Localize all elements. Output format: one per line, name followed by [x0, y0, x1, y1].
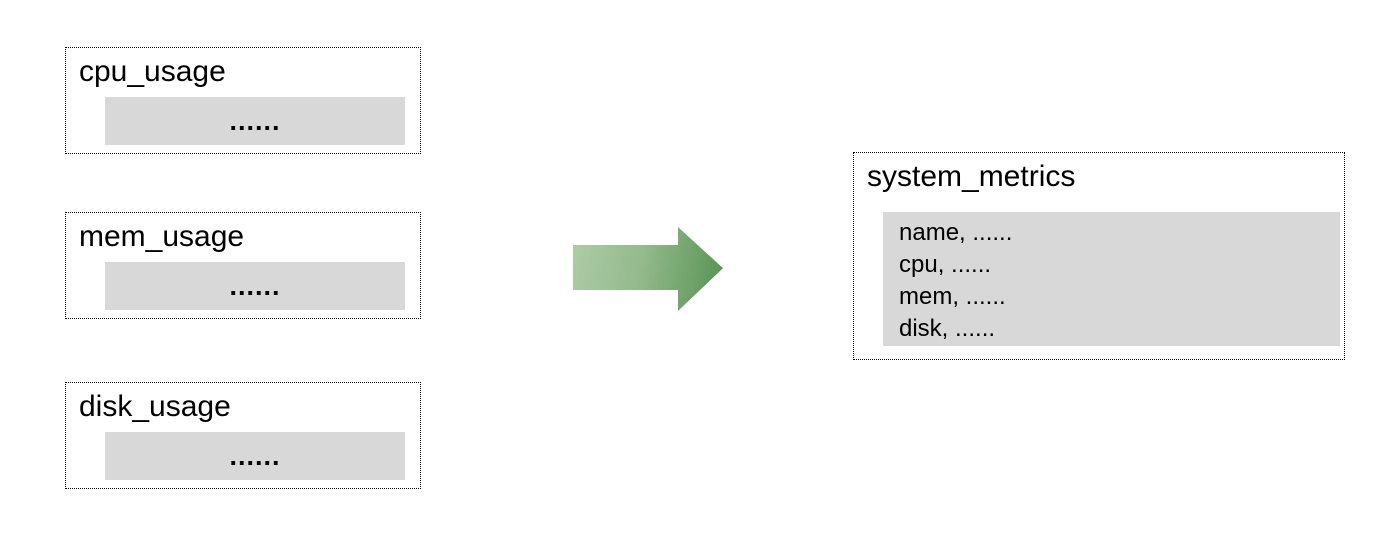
- table-title: mem_usage: [79, 220, 245, 253]
- table-row: name, ......: [899, 219, 1013, 246]
- table-box-disk-usage: disk_usage ......: [65, 382, 421, 489]
- table-box-cpu-usage: cpu_usage ......: [65, 47, 421, 154]
- right-arrow-icon: [573, 227, 723, 311]
- table-title: system_metrics: [867, 160, 1076, 193]
- ellipsis-text: ......: [229, 270, 281, 301]
- table-body: ......: [105, 262, 405, 310]
- ellipsis-text: ......: [229, 105, 281, 136]
- table-body: ......: [105, 432, 405, 480]
- table-body: ......: [105, 97, 405, 145]
- table-row: cpu, ......: [899, 251, 992, 278]
- table-title: cpu_usage: [79, 55, 226, 88]
- ellipsis-text: ......: [229, 440, 281, 471]
- table-row: disk, ......: [899, 315, 996, 342]
- table-body: name, ...... cpu, ...... mem, ...... dis…: [883, 212, 1340, 346]
- table-box-system-metrics: system_metrics name, ...... cpu, ...... …: [853, 152, 1345, 360]
- table-box-mem-usage: mem_usage ......: [65, 212, 421, 319]
- table-row: mem, ......: [899, 283, 1006, 310]
- table-title: disk_usage: [79, 390, 231, 423]
